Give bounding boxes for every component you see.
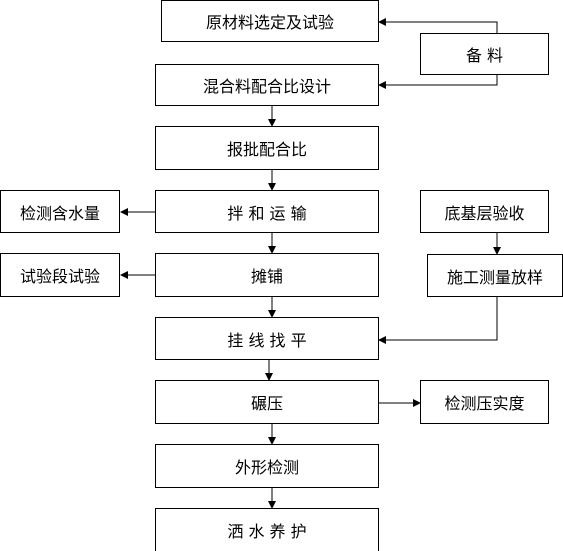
- node-raw-material: 原材料选定及试验: [161, 0, 379, 42]
- node-compaction-test: 检测压实度: [420, 380, 549, 424]
- node-base-acceptance: 底基层验收: [420, 190, 549, 233]
- arrow-survey-to-level-line: [378, 297, 498, 344]
- node-mix-design: 混合料配合比设计: [155, 64, 379, 106]
- node-appearance-check: 外形检测: [155, 444, 379, 488]
- node-level-line: 挂 线 找 平: [155, 317, 379, 360]
- node-compaction: 碾压: [155, 380, 379, 424]
- arrow-stock-to-raw-material: [378, 18, 498, 33]
- node-moisture-test: 检测含水量: [0, 190, 120, 233]
- node-stock: 备 料: [420, 33, 549, 75]
- node-approve-mix: 报批配合比: [155, 126, 379, 170]
- node-trial-section: 试验段试验: [0, 253, 120, 297]
- node-spreading: 摊铺: [155, 253, 379, 297]
- node-mix-transport: 拌 和 运 输: [155, 190, 379, 233]
- arrow-stock-to-mix-design: [378, 75, 498, 89]
- node-survey-layout: 施工测量放样: [427, 254, 563, 297]
- node-curing: 洒 水 养 护: [155, 508, 379, 551]
